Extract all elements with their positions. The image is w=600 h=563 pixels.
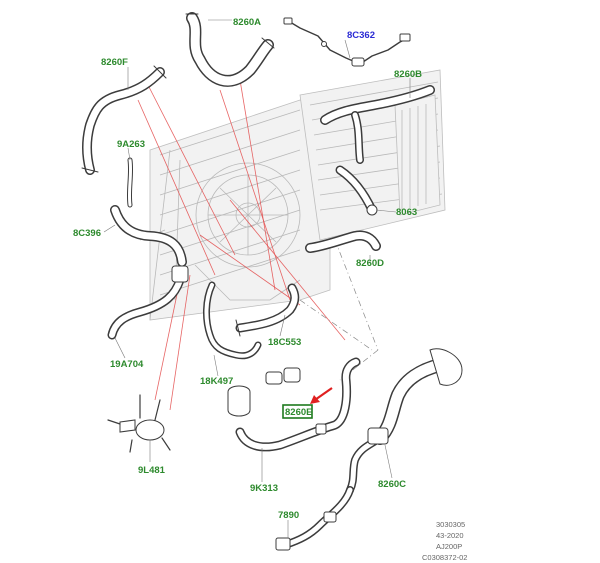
hose-19a704 — [107, 265, 189, 340]
callout-18k497: 18K497 — [200, 376, 233, 387]
reference-line-4: C0308372-02 — [422, 553, 467, 562]
callout-labels: 8260A 8C362 8260F 8260B 9A263 8063 8C396… — [73, 17, 422, 521]
reference-line-2: 43-2020 — [436, 531, 464, 540]
callout-leaders — [103, 19, 411, 538]
sensor-harness-8c362 — [283, 17, 411, 67]
callout-8c396: 8C396 — [73, 228, 101, 239]
callout-8c362: 8C362 — [347, 30, 375, 41]
callout-8260e: 8260E — [285, 407, 312, 418]
callout-8260f: 8260F — [101, 57, 128, 68]
reference-block: 3030305 43-2020 AJ200P C0308372-02 — [422, 520, 467, 562]
callout-8260a: 8260A — [233, 17, 261, 28]
red-reference-lines — [137, 79, 346, 411]
reference-line-3: AJ200P — [436, 542, 462, 551]
hose-8260b — [320, 85, 435, 164]
hose-18c553 — [235, 283, 300, 337]
callout-18c553: 18C553 — [268, 337, 301, 348]
callout-9l481: 9L481 — [138, 465, 166, 476]
callout-9a263: 9A263 — [117, 139, 145, 150]
pump-9l481 — [107, 394, 171, 453]
callout-8260c: 8260C — [378, 479, 406, 490]
radiator-fan-assembly-ghost — [139, 69, 446, 321]
hose-9a263 — [126, 157, 134, 208]
hose-8260c — [346, 348, 463, 494]
highlight-arrow-icon — [310, 387, 333, 404]
callout-8260d: 8260D — [356, 258, 384, 269]
hose-8260d — [305, 230, 381, 253]
hose-8260a — [185, 12, 275, 87]
hose-8063 — [335, 165, 378, 216]
reference-line-1: 3030305 — [436, 520, 465, 529]
hose-8260f — [81, 65, 167, 175]
reservoir-fitting — [227, 367, 301, 417]
callout-19a704: 19A704 — [110, 359, 144, 370]
highlight-box-8260e — [282, 404, 313, 419]
callout-7890: 7890 — [278, 510, 299, 521]
callout-9k313: 9K313 — [250, 483, 278, 494]
highlighted-hose-8260e — [235, 357, 361, 452]
callout-8063: 8063 — [396, 207, 417, 218]
hose-18k497 — [203, 281, 262, 360]
callout-8260b: 8260B — [394, 69, 422, 80]
hose-8c396 — [110, 205, 187, 267]
hose-7890 — [275, 486, 354, 551]
